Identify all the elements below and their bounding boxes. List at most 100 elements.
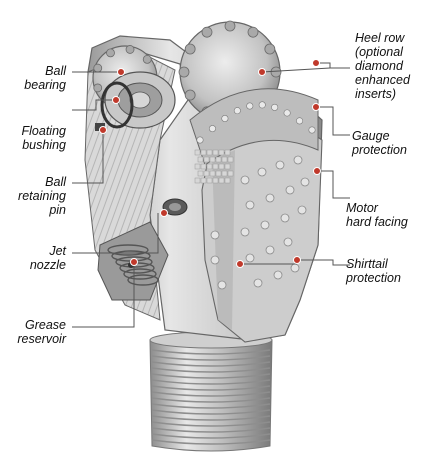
insert (280, 213, 290, 223)
label-line: hard facing (346, 215, 408, 229)
hardfacing-chip (215, 156, 222, 163)
hardfacing-chip (224, 163, 231, 170)
label-line: protection (346, 271, 401, 285)
callout-dot (117, 68, 125, 76)
thread-line (151, 439, 271, 445)
insert (260, 220, 270, 230)
hardfacing-chip (200, 177, 207, 184)
insert (283, 237, 293, 247)
label-line: diamond (355, 59, 403, 73)
insert (253, 278, 263, 288)
thread-line (151, 391, 271, 397)
hardfacing-chip (224, 177, 231, 184)
heel-insert (271, 103, 279, 111)
callout-dot (293, 256, 301, 264)
leader-grease-reservoir (72, 262, 135, 328)
hardfacing-chip (203, 156, 210, 163)
leader-jet-nozzle (72, 213, 159, 254)
thread-line (151, 349, 271, 355)
label-line: bearing (24, 78, 66, 92)
label-line: Heel row (355, 31, 405, 45)
label-line: Floating (21, 124, 66, 138)
label-grease-reservoir: Grease reservoir (4, 318, 66, 346)
thread-line (151, 373, 271, 379)
label-line: Jet (49, 244, 66, 258)
cone-tooth (184, 89, 196, 101)
label-floating-bushing: Floating bushing (4, 124, 66, 152)
hardfacing-chip (197, 170, 204, 177)
thread-line (151, 427, 271, 433)
cone-tooth (93, 83, 103, 93)
leader-motor-hard-facing (317, 170, 350, 199)
heel-insert (196, 136, 204, 144)
label-line: retaining (18, 189, 66, 203)
hardfacing-chip (194, 149, 201, 156)
label-heel-row: Heel row (optional diamond enhanced inse… (355, 31, 423, 101)
leader-ball-retaining-pin (72, 130, 104, 184)
insert (245, 200, 255, 210)
insert (210, 255, 220, 265)
insert (240, 227, 250, 237)
hardfacing-chip (194, 163, 201, 170)
heel-insert (308, 126, 316, 134)
leader-heel-row-b (261, 67, 331, 73)
callout-dot (160, 209, 168, 217)
label-line: bushing (22, 138, 66, 152)
threaded-pin (149, 331, 273, 452)
callout-dot (236, 260, 244, 268)
hardfacing-chip (218, 149, 225, 156)
leader-floating-bushing (72, 99, 116, 111)
label-jet-nozzle: Jet nozzle (10, 244, 66, 272)
hardfacing-chip (212, 163, 219, 170)
hardfacing-chip (215, 170, 222, 177)
cone-tooth (224, 20, 236, 32)
callout-dot (99, 126, 107, 134)
callout-dot (258, 68, 266, 76)
heel-insert (258, 101, 266, 109)
label-line: Motor (346, 201, 378, 215)
label-ball-retaining-pin: Ball retaining pin (4, 175, 66, 217)
heel-insert (221, 114, 229, 122)
thread-line (151, 403, 271, 409)
nozzle-ring (123, 268, 157, 280)
insert (245, 253, 255, 263)
insert (273, 270, 283, 280)
cone-tooth (247, 26, 259, 38)
insert (293, 155, 303, 165)
hard-facing-texture (194, 149, 234, 184)
leader-heel-row-a (316, 62, 350, 69)
cone-tooth (178, 66, 190, 78)
callout-dot (130, 258, 138, 266)
tungsten-inserts (210, 155, 310, 290)
label-line: Gauge (352, 129, 390, 143)
thread-line (151, 421, 271, 427)
hardfacing-chip (224, 149, 231, 156)
hardfacing-chip (218, 177, 225, 184)
insert (240, 175, 250, 185)
nozzle-ring (107, 244, 149, 256)
hardfacing-chip (227, 156, 234, 163)
thread-line (151, 361, 271, 367)
label-ball-bearing: Ball bearing (18, 64, 66, 92)
label-motor-hard-facing: Motor hard facing (346, 201, 424, 229)
cone-tooth (125, 45, 135, 54)
label-line: nozzle (29, 258, 66, 272)
hardfacing-chip (206, 177, 213, 184)
hardfacing-chip (221, 170, 228, 177)
thread-line (151, 385, 271, 391)
hardfacing-chip (221, 156, 228, 163)
hardfacing-chip (212, 149, 219, 156)
insert (290, 263, 300, 273)
insert (265, 193, 275, 203)
hardfacing-chip (194, 177, 201, 184)
thread-line (151, 367, 271, 373)
bearing-cutaway (95, 71, 188, 216)
insert (297, 205, 307, 215)
insert (300, 177, 310, 187)
hardfacing-chip (209, 170, 216, 177)
thread-line (151, 379, 271, 385)
label-line: enhanced (355, 73, 410, 87)
leader-lines (72, 62, 350, 328)
